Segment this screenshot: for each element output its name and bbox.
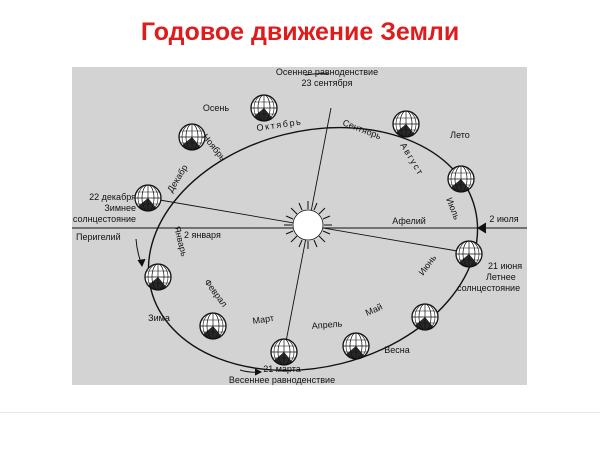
perihelion-date: 2 января [184, 230, 221, 240]
orbit-svg: Осеннее равноденствие 23 сентября Осень … [72, 67, 527, 385]
season-spring-label: Весна [384, 345, 409, 355]
month-label-april: Апрель [311, 318, 343, 331]
earth-globe-icon [455, 240, 483, 273]
orbit-line [147, 126, 479, 372]
season-summer-label: Лето [450, 130, 470, 140]
aphelion-date: 2 июля [489, 214, 518, 224]
earth-globe-icon [447, 165, 475, 198]
summer-solstice-label: Летнее [486, 272, 516, 282]
earth-globe-icon [199, 312, 227, 345]
earth-globe-icon [392, 110, 420, 143]
direction-arrow-icon [135, 73, 487, 376]
winter-solstice-label: Зимнее [104, 203, 136, 213]
sun-icon [284, 201, 332, 249]
month-label-december: Декабрь [72, 67, 190, 194]
aphelion-label: Афелий [392, 216, 426, 226]
summer-solstice-date: 21 июня [488, 261, 522, 271]
month-label-june: Июнь [417, 253, 439, 278]
autumn-equinox-label: Осеннее равноденствие [276, 67, 378, 77]
month-label-november: Ноябрь [200, 132, 228, 163]
winter-solstice-date: 22 декабря [89, 192, 136, 202]
winter-solstice-label-2: солнцестояние [73, 214, 136, 224]
month-label-september: Сентябрь [341, 118, 383, 142]
month-label-march: Март [252, 313, 275, 326]
slide-divider [0, 412, 600, 413]
month-label-may: Май [364, 302, 384, 318]
season-winter-label: Зима [148, 313, 170, 323]
autumn-equinox-date: 23 сентября [302, 78, 353, 88]
earth-globe-icon [342, 332, 370, 365]
season-autumn-label: Осень [203, 103, 229, 113]
summer-solstice-label-2: солнцестояние [457, 283, 520, 293]
earth-orbit-diagram: Осеннее равноденствие 23 сентября Осень … [72, 67, 527, 385]
earth-globe-icon [134, 184, 162, 217]
page-title: Годовое движение Земли [140, 18, 460, 46]
month-label-july: Июль [444, 196, 462, 221]
earth-globe-icon [144, 263, 172, 296]
perihelion-label: Перигелий [76, 232, 121, 242]
spring-equinox-date: 21 марта [263, 364, 301, 374]
earth-globe-icon [178, 123, 206, 156]
spring-equinox-label: Весеннее равноденствие [229, 375, 335, 385]
